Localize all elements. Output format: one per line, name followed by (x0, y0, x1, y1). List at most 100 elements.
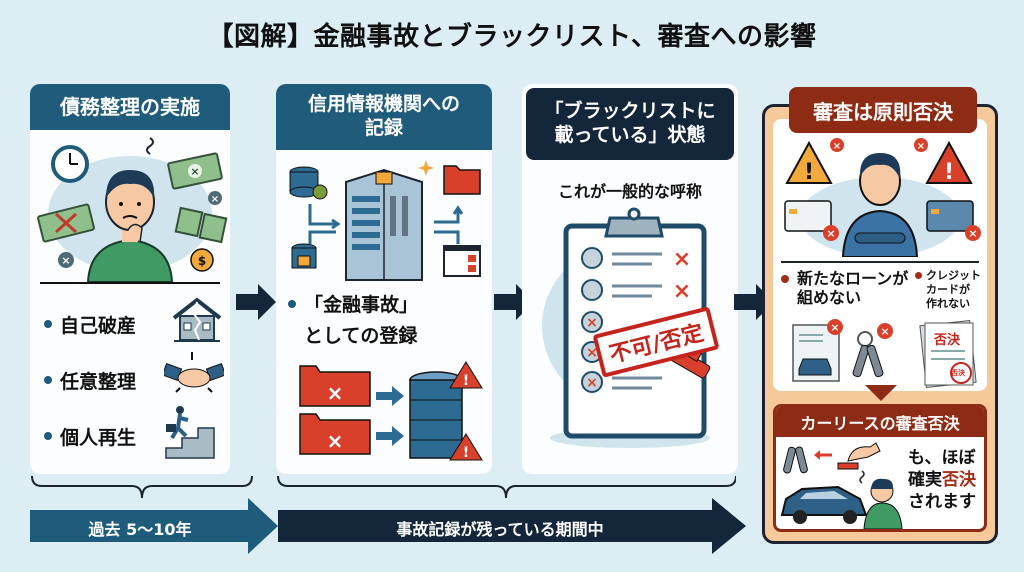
svg-text:×: × (190, 165, 199, 178)
x-mark-icon: × (58, 252, 74, 268)
svg-text:×: × (673, 279, 691, 304)
period-brace (277, 475, 736, 499)
page-title: 【図解】金融事故とブラックリスト、審査への影響 (207, 22, 817, 52)
timeline-period-past: 過去 5〜10年 (88, 520, 192, 539)
list-item-individual-rehabilitation: 個人再生 (44, 408, 136, 464)
timeline-arrow-record-period (278, 498, 746, 554)
handshake-icon (164, 352, 224, 393)
svg-text:!: ! (944, 160, 954, 185)
car-lease-heading: カーリースの審査否決 (776, 407, 984, 437)
svg-text:×: × (327, 381, 344, 405)
folder-to-database-icon: × × ! ! (299, 361, 483, 461)
credit-bureau-building-icon (289, 160, 481, 281)
timeline-arrow-past (30, 498, 278, 554)
svg-text:×: × (61, 254, 70, 267)
building-icon (345, 168, 423, 281)
bullet-dot (288, 299, 296, 308)
worried-person-icon (863, 478, 903, 529)
screening-body: ! ! × × × × 新たなローンが 組めない クレジット カードが 作れない (773, 119, 987, 391)
svg-text:×: × (826, 227, 835, 240)
hand-stamp-icon (837, 442, 881, 470)
svg-text:×: × (586, 345, 598, 361)
clock-icon (51, 145, 89, 183)
money-bag-icon: $ (190, 248, 214, 272)
x-bubble-icon: × (914, 138, 928, 152)
database-gear-icon (289, 166, 328, 200)
car-lease-illustration-icon (780, 442, 903, 529)
panel-blacklist: 「ブラックリストに 載っている」状態 これが一般的な呼称 × × × × × (522, 84, 738, 474)
car-keys-icon (783, 446, 808, 474)
bullet-dot (44, 432, 52, 440)
worried-person-icon: × × × $ (37, 137, 228, 282)
database-lock-icon (291, 243, 317, 269)
folder-x-icon: × (299, 413, 371, 455)
car-icon (780, 485, 868, 524)
panel-heading: 信用情報機関への 記録 (276, 84, 492, 150)
card-rejected-icon: × (926, 200, 981, 241)
bullet-dot (44, 376, 52, 384)
broken-house-icon (172, 297, 222, 342)
warning-icon: ! (785, 140, 833, 185)
accident-registration: 「金融事故」 としての登録 (288, 290, 418, 348)
rejection-seal-label: 否決 (951, 369, 965, 377)
x-mark-icon: × (208, 191, 222, 205)
timeline-period-record: 事故記録が残っている期間中 (396, 520, 604, 539)
svg-text:×: × (830, 321, 839, 334)
rejection-doc-label: 否決 (934, 333, 961, 348)
bullet-dot (44, 320, 52, 328)
list-item-bankruptcy: 自己破産 (44, 296, 136, 352)
svg-text:×: × (917, 141, 925, 152)
credit-card-denied-item: クレジット カードが 作れない (915, 269, 981, 310)
svg-text:×: × (586, 375, 598, 391)
panel-heading: 「ブラックリストに 載っている」状態 (526, 88, 734, 160)
svg-text:$: $ (198, 254, 206, 268)
cash-x-icon: × (167, 152, 223, 190)
svg-text:×: × (211, 194, 219, 205)
svg-text:!: ! (804, 160, 814, 185)
loan-denied-item: 新たなローンが 組めない (781, 269, 908, 307)
bullet-dot (781, 274, 789, 283)
svg-text:×: × (968, 227, 977, 240)
panel-credit-bureau: 信用情報機関への 記録 (276, 84, 492, 474)
panel-screening-result: ! ! × × × × 新たなローンが 組めない クレジット カードが 作れない (762, 87, 998, 544)
svg-text:!: ! (463, 445, 469, 461)
arms-crossed-person-icon: ! ! × × × × (784, 138, 981, 257)
browser-window-icon (443, 245, 481, 277)
keys-rejected-icon: × (852, 323, 893, 378)
warning-icon: ! (449, 433, 483, 461)
svg-text:×: × (673, 247, 691, 272)
profile-row-rejected: × (581, 311, 603, 333)
svg-text:×: × (327, 429, 344, 453)
panel-debt-settlement: 債務整理の実施 × × × $ (30, 84, 230, 474)
profile-row-rejected: × (581, 371, 662, 393)
card-rejected-icon: × (784, 200, 839, 241)
period-brace (31, 475, 253, 499)
climbing-stairs-icon (165, 406, 215, 459)
cash-crossed-icon (37, 203, 95, 243)
car-lease-message: も、ほぼ 確実否決 されます (908, 448, 976, 513)
torn-cash-icon (174, 206, 228, 244)
panel-heading: 審査は原則否決 (789, 87, 977, 133)
profile-row: × (581, 247, 691, 272)
settlement-type-list: 自己破産 任意整理 個人再生 (44, 296, 136, 464)
flow-arrow-right-icon (236, 284, 276, 320)
down-arrow-icon (865, 385, 897, 401)
rejected-items-icon: × × (792, 319, 977, 388)
svg-text:×: × (586, 315, 598, 331)
x-bubble-icon: × (830, 138, 844, 152)
svg-text:!: ! (463, 373, 469, 389)
profile-row: × (581, 279, 691, 304)
car-document-rejected-icon: × (792, 319, 843, 382)
warning-icon: ! (925, 140, 973, 185)
database-icon (409, 371, 463, 459)
common-term-caption: これが一般的な呼称 (557, 182, 702, 201)
folder-x-icon: × (299, 365, 371, 407)
svg-text:×: × (880, 325, 889, 338)
panel-heading: 債務整理の実施 (30, 84, 230, 130)
list-item-voluntary-settlement: 任意整理 (44, 352, 136, 408)
warning-icon: ! (449, 361, 483, 389)
rejection-document-icon (919, 320, 977, 388)
bullet-dot (915, 272, 922, 280)
svg-text:×: × (833, 141, 841, 152)
car-lease-rejection-panel: カーリースの審査否決 も、ほぼ (773, 404, 987, 532)
